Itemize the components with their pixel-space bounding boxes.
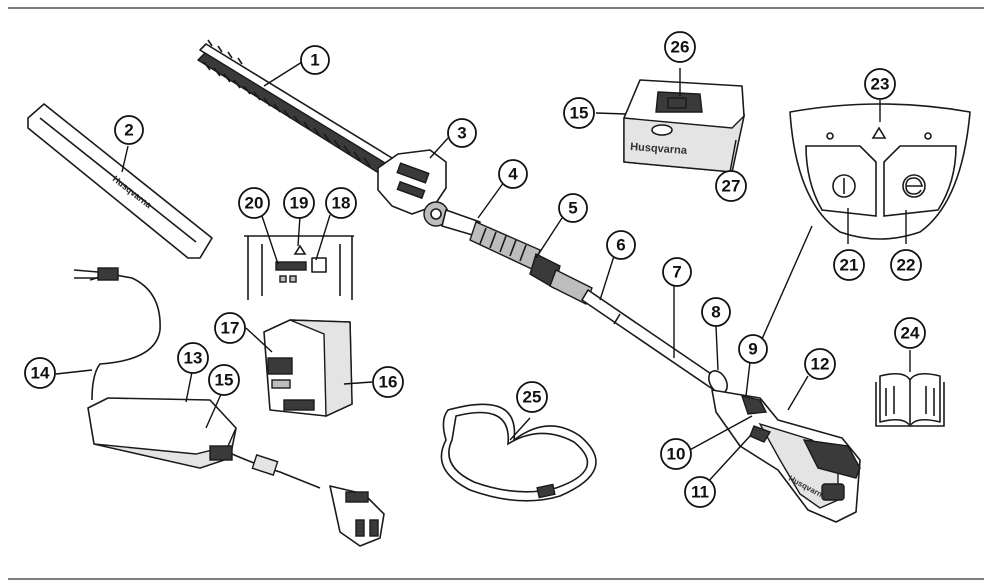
- harness-strap: [440, 403, 597, 502]
- callout-4: 4: [498, 159, 528, 189]
- callout-19-label: 19: [290, 194, 309, 213]
- callout-8-label: 8: [711, 303, 720, 322]
- callout-5: 5: [558, 193, 588, 223]
- callout-18-label: 18: [332, 194, 351, 213]
- callout-6: 6: [606, 230, 636, 260]
- callout-25: 25: [516, 381, 548, 413]
- callout-2-label: 2: [124, 121, 133, 140]
- callout-16-label: 16: [379, 373, 398, 392]
- callout-15-dock: 15: [563, 97, 595, 129]
- callout-1-label: 1: [310, 51, 319, 70]
- callout-8: 8: [701, 297, 731, 327]
- shaft-assembly: [441, 209, 721, 391]
- callout-7-label: 7: [672, 263, 681, 282]
- callout-10: 10: [660, 438, 692, 470]
- battery-pack: [263, 319, 353, 418]
- callout-19: 19: [283, 187, 315, 219]
- callout-13: 13: [177, 342, 209, 374]
- callout-4-label: 4: [508, 165, 518, 184]
- callout-25-label: 25: [523, 388, 542, 407]
- callout-9-label: 9: [748, 340, 757, 359]
- callout-23: 23: [864, 68, 896, 100]
- callout-17: 17: [214, 312, 246, 344]
- callout-15-charger: 15: [208, 364, 240, 396]
- callout-11: 11: [684, 476, 716, 508]
- callout-9: 9: [738, 334, 768, 364]
- cutter-blade: [196, 39, 393, 176]
- callout-27: 27: [715, 170, 747, 202]
- callout-17-label: 17: [221, 319, 240, 338]
- callout-11-label: 11: [691, 483, 709, 502]
- callout-16: 16: [372, 366, 404, 398]
- callout-10-label: 10: [667, 445, 686, 464]
- callout-26: 26: [664, 31, 696, 63]
- callout-13-label: 13: [184, 349, 203, 368]
- gear-head: [377, 149, 449, 227]
- callout-5-label: 5: [568, 199, 577, 218]
- callout-7: 7: [662, 257, 692, 287]
- callout-14-label: 14: [31, 364, 50, 383]
- callout-3-label: 3: [457, 124, 466, 143]
- callout-24: 24: [894, 317, 926, 349]
- callout-12-label: 12: [811, 355, 830, 374]
- callout-15b-label: 15: [570, 104, 589, 123]
- callout-27-label: 27: [722, 177, 741, 196]
- callout-15a-label: 15: [215, 371, 234, 390]
- callout-21: 21: [833, 249, 865, 281]
- callout-1: 1: [300, 45, 330, 75]
- callout-2: 2: [114, 115, 144, 145]
- wall-charger: [73, 267, 385, 547]
- callout-20-label: 20: [245, 194, 264, 213]
- callout-23-label: 23: [871, 75, 890, 94]
- callout-22: 22: [890, 249, 922, 281]
- callout-20: 20: [238, 187, 270, 219]
- callout-3: 3: [447, 118, 477, 148]
- leader-lines: [55, 61, 911, 485]
- callout-24-label: 24: [901, 324, 920, 343]
- callout-26-label: 26: [671, 38, 690, 57]
- dock-brand-text: Husqvarna: [630, 141, 688, 157]
- charger-dock: Husqvarna: [623, 79, 746, 173]
- rear-handle: Husqvarna: [708, 370, 861, 523]
- battery-indicator-panel: [244, 235, 354, 300]
- callout-12: 12: [804, 348, 836, 380]
- callout-18: 18: [325, 187, 357, 219]
- callout-14: 14: [24, 357, 56, 389]
- control-panel: [789, 103, 971, 240]
- callout-6-label: 6: [616, 236, 625, 255]
- callout-22-label: 22: [897, 256, 916, 275]
- operator-manual-icon: [875, 372, 945, 427]
- callout-21-label: 21: [840, 256, 859, 275]
